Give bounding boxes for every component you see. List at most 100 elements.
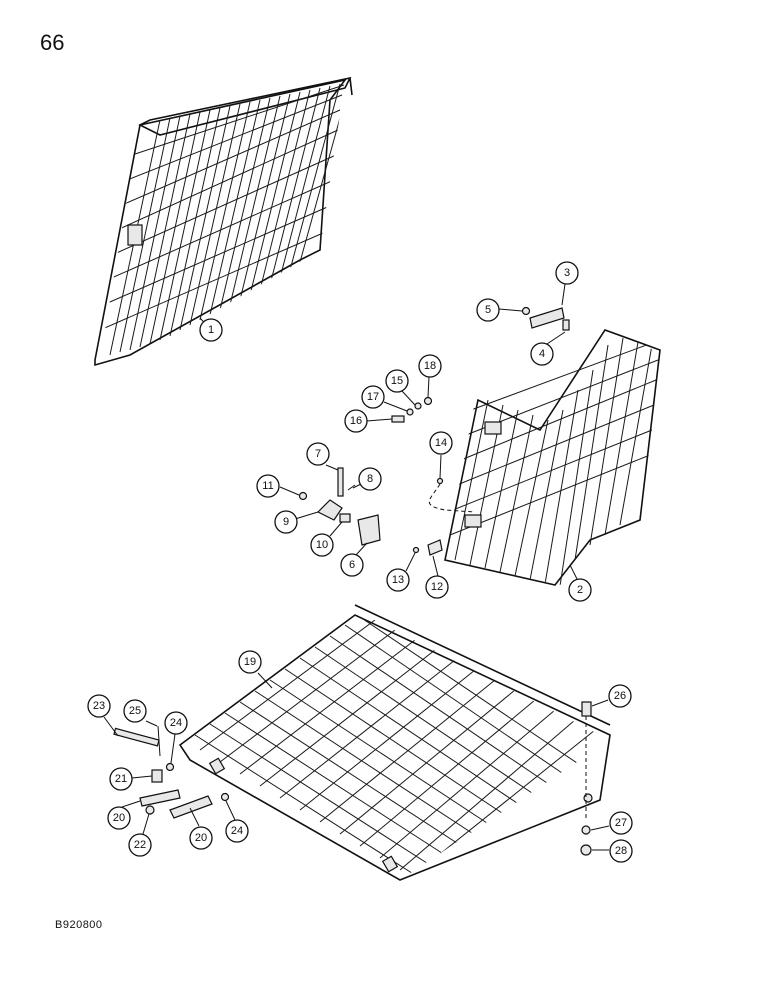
svg-text:23: 23 (93, 700, 105, 712)
pin-7 (337, 467, 344, 497)
nut-5 (521, 306, 531, 316)
callout-24a: 24 (164, 711, 188, 735)
svg-text:24: 24 (231, 825, 243, 837)
screen-guard-upper (94, 76, 353, 367)
svg-text:1: 1 (208, 324, 214, 336)
svg-text:12: 12 (431, 581, 443, 593)
strap-20b (169, 795, 213, 819)
svg-text:4: 4 (539, 348, 545, 360)
svg-text:21: 21 (115, 773, 127, 785)
washer-17 (406, 408, 414, 416)
svg-text:11: 11 (262, 480, 273, 492)
callout-18: 18 (418, 354, 442, 378)
callout-7: 7 (306, 442, 330, 466)
svg-text:14: 14 (435, 437, 447, 449)
washer-27 (581, 825, 591, 835)
svg-text:28: 28 (615, 845, 627, 857)
page-number: 66 (40, 30, 65, 55)
svg-text:8: 8 (367, 473, 373, 485)
callout-16: 16 (344, 409, 368, 433)
figure-code: B920800 (55, 919, 103, 931)
callout-28: 28 (609, 839, 633, 863)
svg-text:5: 5 (485, 304, 491, 316)
svg-text:10: 10 (316, 539, 328, 551)
callout-22: 22 (128, 833, 152, 857)
callout-2: 2 (568, 578, 592, 602)
svg-text:15: 15 (391, 375, 403, 387)
svg-text:25: 25 (129, 705, 141, 717)
callout-10: 10 (310, 533, 334, 557)
svg-text:7: 7 (315, 448, 321, 460)
hinge-tube-left (208, 757, 226, 775)
screen-guard-right (444, 329, 661, 586)
callout-26: 26 (608, 684, 632, 708)
svg-text:13: 13 (392, 574, 404, 586)
callout-4: 4 (530, 342, 554, 366)
screen-floor (178, 604, 611, 881)
callout-9: 9 (274, 510, 298, 534)
svg-text:18: 18 (424, 360, 436, 372)
bolt-16 (391, 415, 405, 423)
hinge-plate-upper (484, 421, 502, 435)
pin-14 (436, 477, 444, 485)
washer-15 (414, 402, 422, 410)
callout-5: 5 (476, 298, 500, 322)
callout-6: 6 (340, 553, 364, 577)
svg-text:2: 2 (577, 584, 583, 596)
callout-25: 25 (123, 699, 147, 723)
callout-14: 14 (429, 431, 453, 455)
callout-15: 15 (385, 369, 409, 393)
svg-text:26: 26 (614, 690, 626, 702)
callout-8: 8 (358, 467, 382, 491)
svg-text:20: 20 (113, 812, 125, 824)
svg-text:24: 24 (170, 717, 182, 729)
bolt-4 (562, 319, 570, 331)
callout-27: 27 (609, 811, 633, 835)
bracket-3 (529, 307, 565, 329)
hinge-plate (127, 224, 143, 246)
callout-21: 21 (109, 767, 133, 791)
nut-18 (423, 396, 433, 406)
callout-1: 1 (199, 318, 223, 342)
nut-11 (298, 491, 308, 501)
callout-20a: 20 (107, 806, 131, 830)
callout-13: 13 (386, 568, 410, 592)
svg-text:27: 27 (615, 817, 627, 829)
small-parts (113, 306, 592, 856)
callout-11: 11 (256, 474, 280, 498)
screw-13 (412, 546, 420, 554)
latch-12 (427, 539, 443, 556)
washer-24b (220, 792, 230, 802)
svg-text:3: 3 (564, 267, 570, 279)
bolt-26 (581, 701, 592, 717)
callout-20b: 20 (189, 826, 213, 850)
latch-6 (357, 514, 381, 546)
knob-10 (339, 513, 351, 523)
washer-24a (165, 762, 175, 772)
bolt-21 (151, 769, 163, 783)
svg-text:22: 22 (134, 839, 146, 851)
clamp-9 (316, 499, 343, 521)
svg-text:19: 19 (244, 656, 256, 668)
callout-19: 19 (238, 650, 262, 674)
pin-23 (113, 727, 160, 747)
hinge-plate-lower (464, 514, 482, 528)
svg-text:20: 20 (195, 832, 207, 844)
callout-3: 3 (555, 261, 579, 285)
leader-lines (103, 283, 610, 851)
callout-17: 17 (361, 385, 385, 409)
svg-text:17: 17 (367, 391, 379, 403)
hinge-tube-bottom (381, 855, 399, 873)
strap-20a (139, 789, 181, 807)
nut-28 (580, 844, 592, 856)
svg-text:6: 6 (349, 559, 355, 571)
cotter-8 (347, 484, 356, 491)
svg-text:9: 9 (283, 516, 289, 528)
callout-12: 12 (425, 575, 449, 599)
nut-22 (145, 805, 155, 815)
cotter-25 (157, 725, 161, 757)
callout-24b: 24 (225, 819, 249, 843)
mount-tab (583, 793, 593, 803)
svg-text:16: 16 (350, 415, 362, 427)
